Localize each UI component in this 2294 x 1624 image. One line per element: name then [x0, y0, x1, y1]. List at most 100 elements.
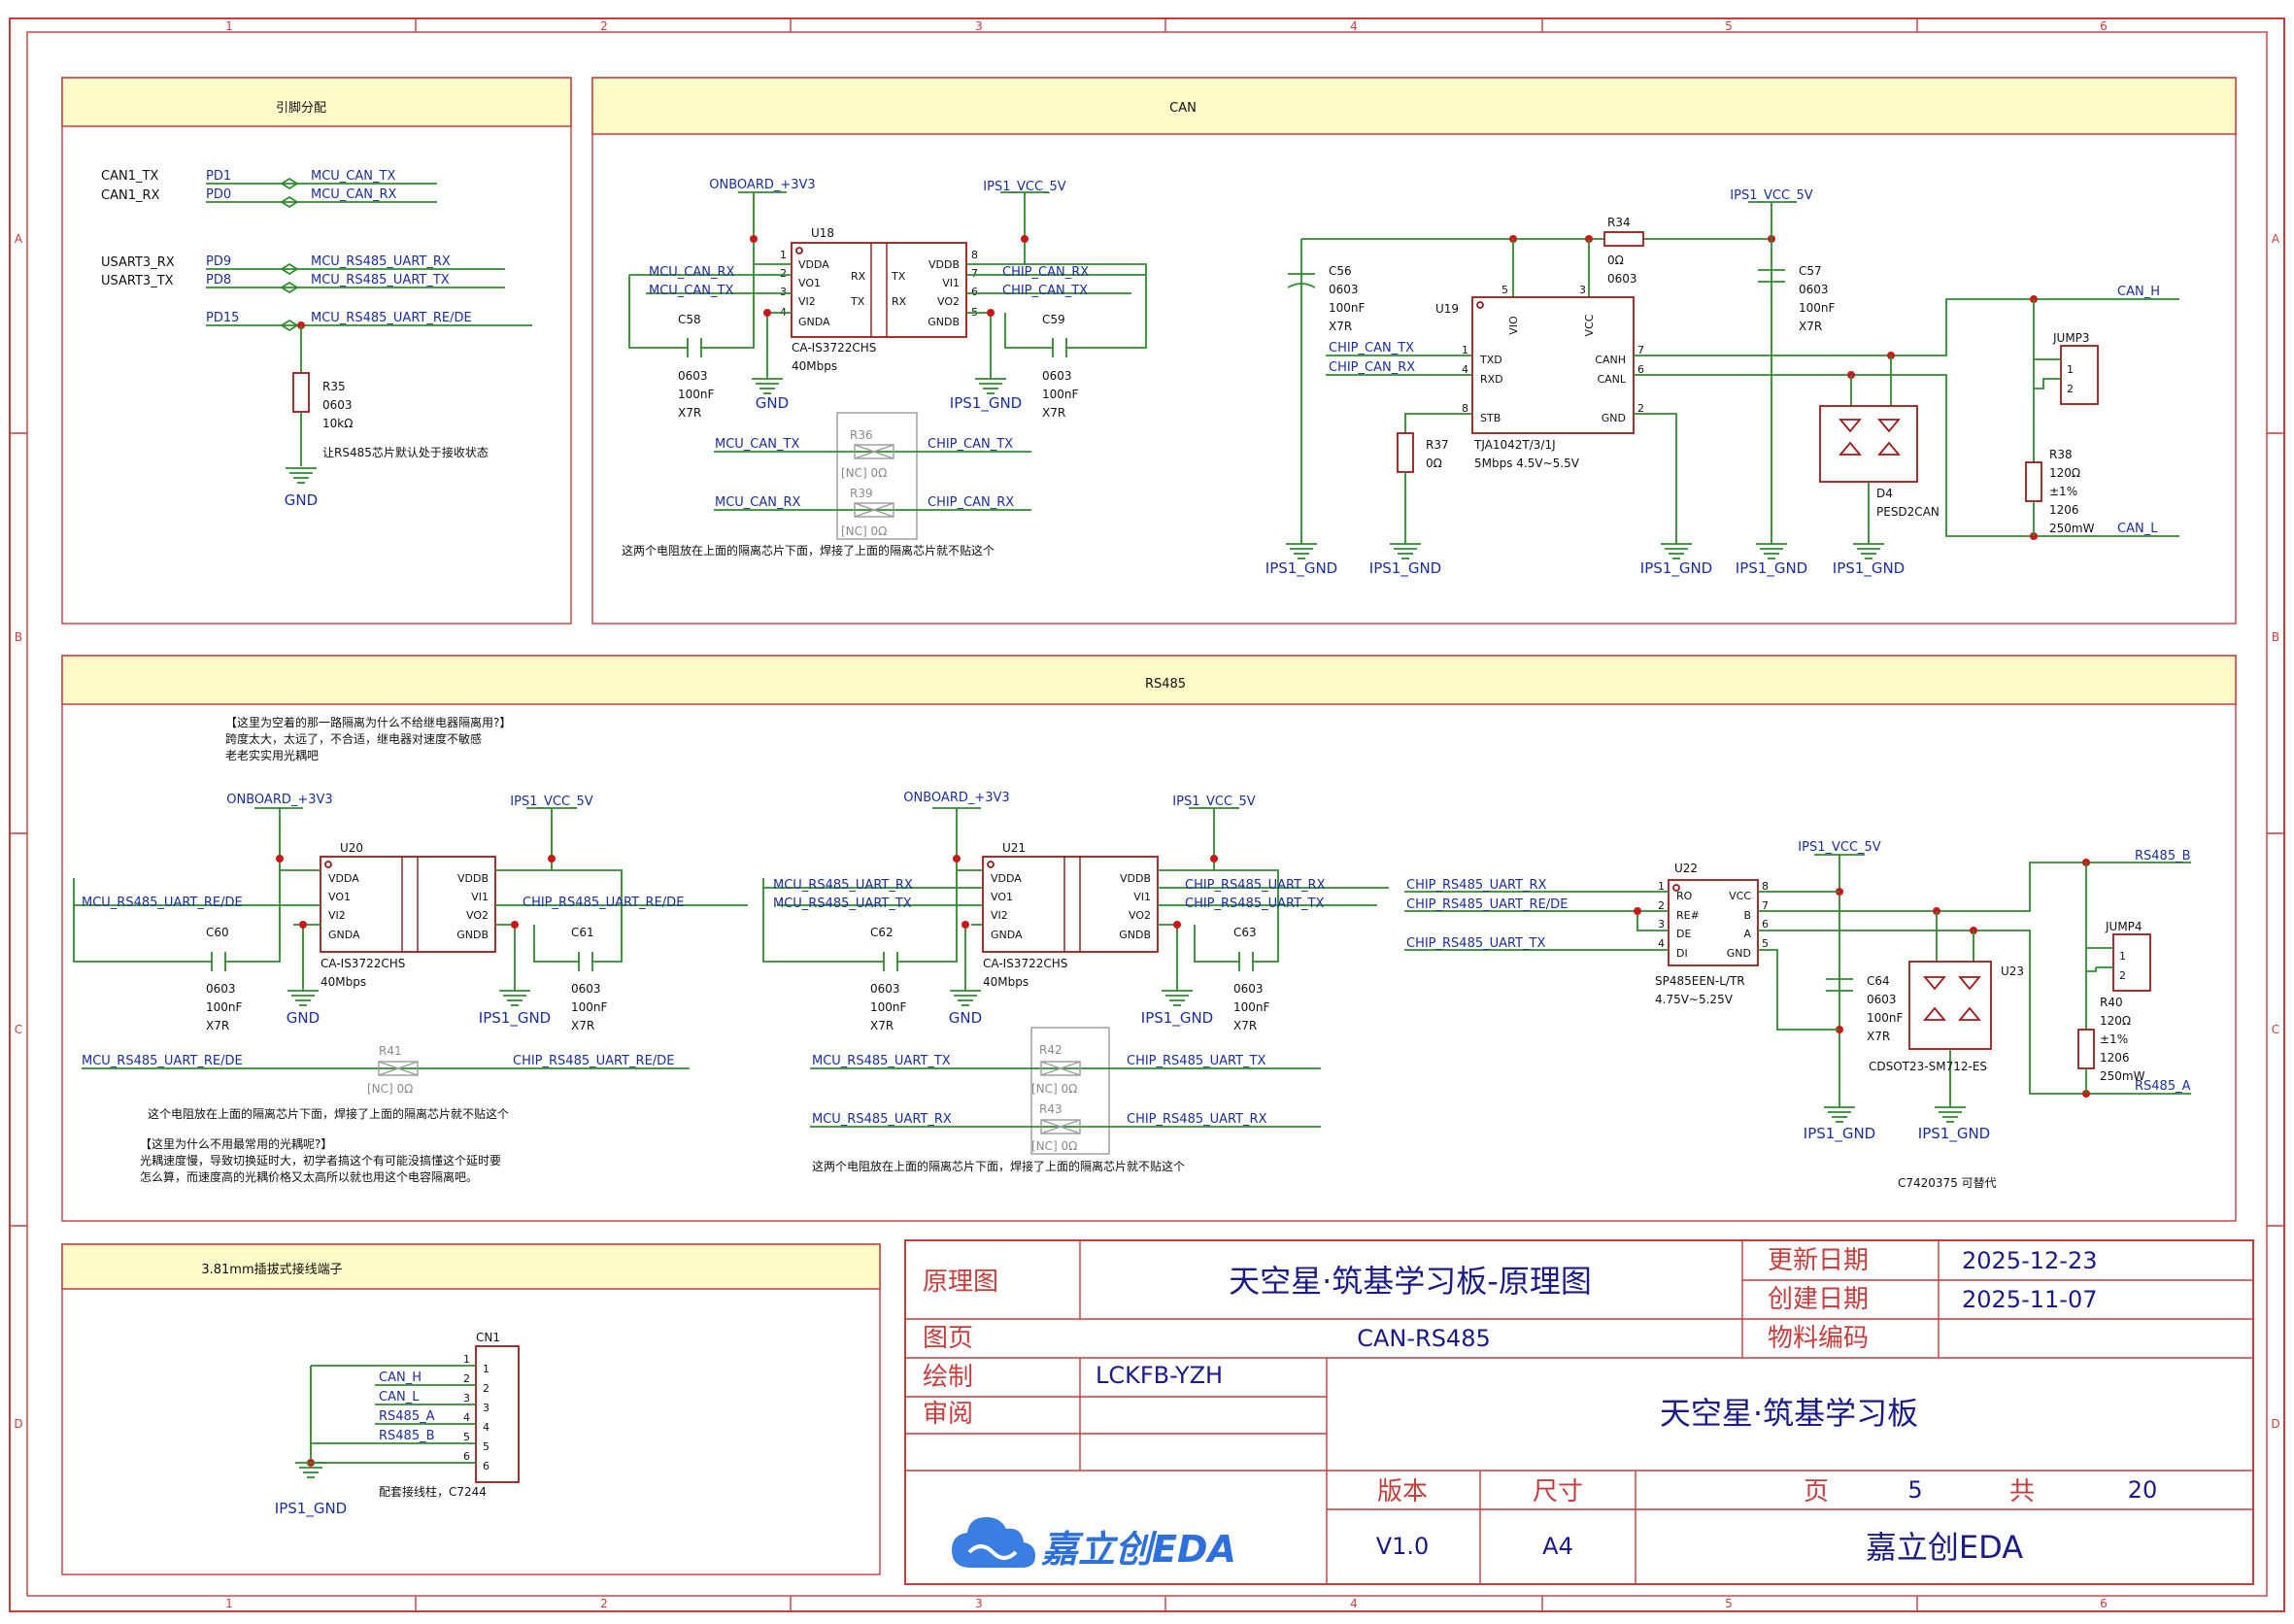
- can-ips-gnd-4: IPS1_GND: [1736, 559, 1807, 578]
- u20-net-mcu-rede: MCU_RS485_UART_RE/DE: [82, 896, 243, 910]
- tb-pg: 5: [1907, 1476, 1922, 1504]
- u20-ref: U20: [340, 841, 363, 855]
- u20-onboard: ONBOARD_+3V3: [226, 793, 332, 807]
- can-bypass-note: 这两个电阻放在上面的隔离芯片下面，焊接了上面的隔离芯片就不贴这个: [622, 543, 995, 558]
- row-d-r: D: [2271, 1417, 2279, 1431]
- col-3: 3: [975, 19, 983, 33]
- u19-part: TJA1042T/3/1J: [1473, 438, 1556, 452]
- c62-val: 100nF: [870, 1000, 907, 1014]
- tb-board: 天空星·筑基学习板: [1660, 1395, 1918, 1432]
- can-ips-gnd-5: IPS1_GND: [1833, 559, 1905, 578]
- u18-part: CA-IS3722CHS: [792, 341, 876, 355]
- u23-ref: U23: [2001, 964, 2024, 978]
- u19-pin-canh: CANH: [1595, 354, 1626, 366]
- u18-pin-gndb: GNDB: [928, 316, 960, 328]
- u18-pin-vi2: VI2: [798, 295, 816, 308]
- r37-ref: R37: [1426, 438, 1449, 452]
- u21-vi1: VI1: [1133, 891, 1151, 903]
- u20-vi1: VI1: [471, 891, 489, 903]
- u18-pin-gnda: GNDA: [798, 316, 830, 328]
- cn1-n2: 2: [463, 1372, 470, 1385]
- panel-terminal: 3.81mm插拔式接线端子 CN1 1 2 3 4 5 6 1 2 3 4 5 …: [61, 1243, 881, 1575]
- col-5: 5: [1725, 19, 1733, 33]
- c61-pkg: 0603: [571, 982, 601, 996]
- tb-label-total: 共: [2009, 1477, 2035, 1506]
- u20-vo1: VO1: [328, 891, 351, 903]
- u22-chip: [1668, 879, 1759, 966]
- tb-label-version: 版本: [1377, 1477, 1428, 1506]
- jump4-pin1: 1: [2119, 950, 2126, 963]
- bypass-mcu-can-rx: MCU_CAN_RX: [715, 495, 801, 510]
- c57-pkg: 0603: [1799, 283, 1829, 296]
- r35-pkg: 0603: [322, 398, 353, 412]
- can-ips-vcc-5v-u18: IPS1_VCC_5V: [983, 180, 1066, 194]
- r41-val: [NC] 0Ω: [367, 1082, 413, 1096]
- tb-create: 2025-11-07: [1962, 1286, 2097, 1313]
- r37-resistor: [1397, 432, 1414, 473]
- r42-mcu-net: MCU_RS485_UART_TX: [812, 1054, 951, 1068]
- c56-val: 100nF: [1329, 301, 1366, 315]
- u18-pin-vo2: VO2: [937, 295, 960, 308]
- u18-num-3: 3: [780, 286, 787, 298]
- u20-vdda: VDDA: [328, 872, 359, 885]
- col-6: 6: [2100, 19, 2108, 33]
- r41-ref: R41: [379, 1044, 402, 1058]
- col-4: 4: [1350, 19, 1358, 33]
- cn1-n3: 3: [463, 1392, 470, 1404]
- cn1-p5: 5: [483, 1440, 489, 1453]
- u22-ips-vcc: IPS1_VCC_5V: [1798, 840, 1881, 855]
- u18-num-7: 7: [971, 267, 978, 280]
- can-h-label: CAN_H: [2117, 285, 2160, 299]
- tb-size: A4: [1542, 1533, 1573, 1560]
- col-4b: 4: [1350, 1597, 1358, 1610]
- r38-ref: R38: [2049, 448, 2073, 461]
- u18-gnd: GND: [756, 394, 789, 412]
- c58-diel: X7R: [678, 406, 701, 420]
- c63-diel: X7R: [1233, 1019, 1257, 1032]
- r40-pwr: 250mW: [2100, 1069, 2145, 1083]
- u21-vdda: VDDA: [991, 872, 1022, 885]
- panel-pin-assign-title: 引脚分配: [276, 100, 326, 116]
- r35-resistor: [292, 372, 310, 413]
- col-1: 1: [225, 19, 233, 33]
- cn1-ips-gnd: IPS1_GND: [275, 1500, 347, 1518]
- u21-vo1: VO1: [991, 891, 1013, 903]
- jump4-ref: JUMP4: [2105, 920, 2142, 933]
- u19-num-3: 3: [1579, 284, 1586, 296]
- c62-pkg: 0603: [870, 982, 900, 996]
- r35-note: 让RS485芯片默认处于接收状态: [322, 445, 489, 459]
- label-can1-tx: CAN1_TX: [101, 169, 158, 184]
- u18-pin-vo1: VO1: [798, 277, 821, 289]
- r39-val: [NC] 0Ω: [841, 524, 887, 538]
- cn1-net-rs485-a: RS485_A: [379, 1409, 435, 1424]
- u19-net-chip-can-tx: CHIP_CAN_TX: [1329, 341, 1414, 355]
- r34-ref: R34: [1607, 216, 1631, 229]
- r37-val: 0Ω: [1426, 457, 1442, 470]
- u22-n1: 1: [1658, 880, 1665, 893]
- cn1-n5: 5: [463, 1431, 470, 1443]
- jump3-pin2: 2: [2067, 383, 2074, 395]
- u21-part: CA-IS3722CHS: [983, 957, 1067, 970]
- u21-net-chip-rx: CHIP_RS485_UART_RX: [1185, 878, 1326, 893]
- u22-ref: U22: [1674, 862, 1698, 875]
- gnd-label: GND: [285, 491, 318, 509]
- u21-net-mcu-rx: MCU_RS485_UART_RX: [773, 878, 913, 893]
- cn1-p1: 1: [483, 1363, 489, 1375]
- net-mcu-rs485-tx: MCU_RS485_UART_TX: [311, 273, 450, 288]
- panel-rs485-title: RS485: [1145, 677, 1186, 692]
- tb-drawer: LCKFB-YZH: [1096, 1362, 1223, 1389]
- can-ips-gnd-1: IPS1_GND: [1265, 559, 1337, 578]
- c57-val: 100nF: [1799, 301, 1836, 315]
- tb-page: CAN-RS485: [1357, 1325, 1491, 1352]
- c60-ref: C60: [206, 926, 229, 939]
- panel-terminal-title: 3.81mm插拔式接线端子: [201, 1262, 342, 1277]
- u19-chip: [1471, 296, 1635, 434]
- u22-ro: RO: [1676, 890, 1693, 902]
- u19-pin-gnd: GND: [1602, 412, 1626, 424]
- r35-ref: R35: [322, 380, 346, 393]
- tb-label-create: 创建日期: [1768, 1285, 1869, 1314]
- u22-n8: 8: [1762, 880, 1769, 893]
- u21-speed: 40Mbps: [983, 975, 1029, 989]
- r42-chip-net: CHIP_RS485_UART_TX: [1127, 1054, 1266, 1068]
- tb-company: 嘉立创EDA: [1866, 1529, 2023, 1566]
